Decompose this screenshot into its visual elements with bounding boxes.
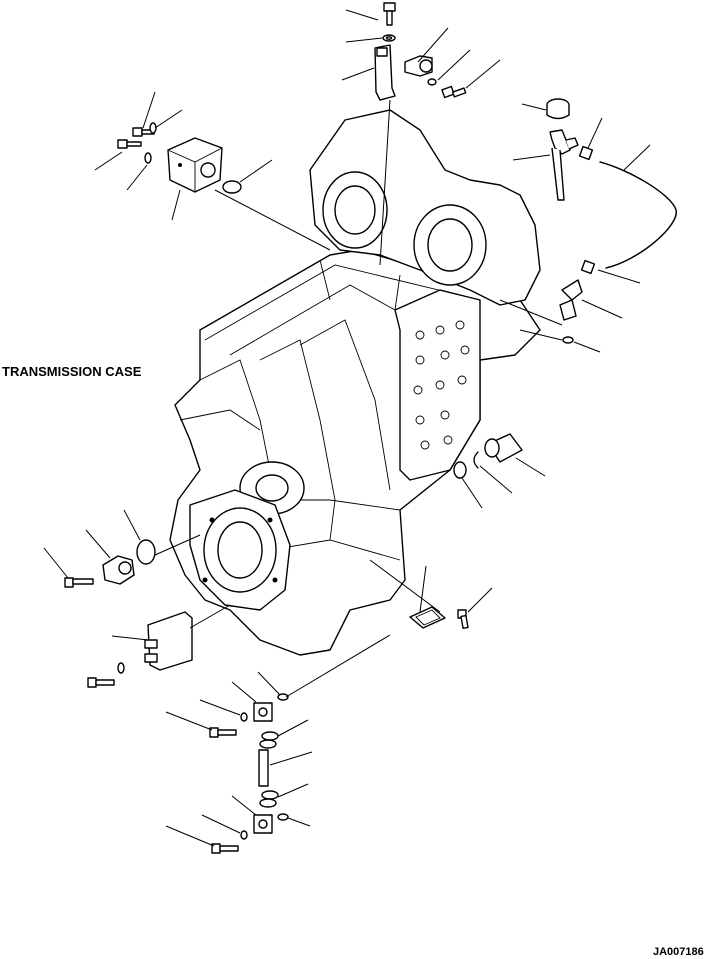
nut-icon [427,78,437,86]
cover-bracket-assembly [87,604,231,688]
gasket-icon [409,606,446,629]
elbow-fitting-icon [549,129,579,201]
filter-plug-assembly [453,433,546,509]
o-ring-icon [453,461,467,479]
o-ring-icon [277,693,289,701]
tube-icon [258,749,269,787]
washer-icon [240,712,248,722]
o-ring-icon [222,180,242,194]
sensor-icon [102,555,135,585]
transmission-case [169,109,541,656]
bolt-icon [209,727,237,738]
clamp-icon [404,55,433,77]
washer-icon [117,662,125,674]
valve-block-left [94,91,331,251]
clip-icon [259,790,279,808]
sensor-icon [546,98,570,120]
washer-icon [149,122,157,134]
clip-icon [259,731,279,749]
pressure-sensor-assembly [499,98,677,353]
o-ring-icon [277,813,289,821]
bolt-icon [87,677,115,688]
elbow-fitting-icon [559,279,583,321]
bolt-icon [211,843,239,854]
bolt-icon [383,2,396,26]
fitting-icon [580,259,596,275]
bolt-icon [117,139,142,149]
bracket-icon [144,611,193,671]
washer-icon [144,152,152,164]
washer-icon [240,830,248,840]
o-ring-icon [136,539,156,565]
tube-icon [599,161,677,269]
top-bracket-assembly [341,2,501,266]
plug-icon [484,433,523,463]
bracket-icon [374,44,396,101]
lower-pipe-assembly [165,634,391,854]
o-ring-icon [562,336,574,344]
cover-plate-assembly [369,559,493,629]
fitting-icon [578,145,594,161]
elbow-fitting-icon [253,814,273,834]
speed-sensor-assembly [43,509,201,588]
bolt-icon [64,577,94,588]
figure-code: JA007186 [653,946,704,958]
valve-block-icon [167,137,223,193]
snap-ring-icon [473,451,479,469]
washer-icon [382,34,396,42]
transmission-case-label: TRANSMISSION CASE [2,364,142,379]
bolt-icon [457,609,469,629]
bolt-icon [441,85,467,99]
elbow-fitting-icon [253,702,273,722]
